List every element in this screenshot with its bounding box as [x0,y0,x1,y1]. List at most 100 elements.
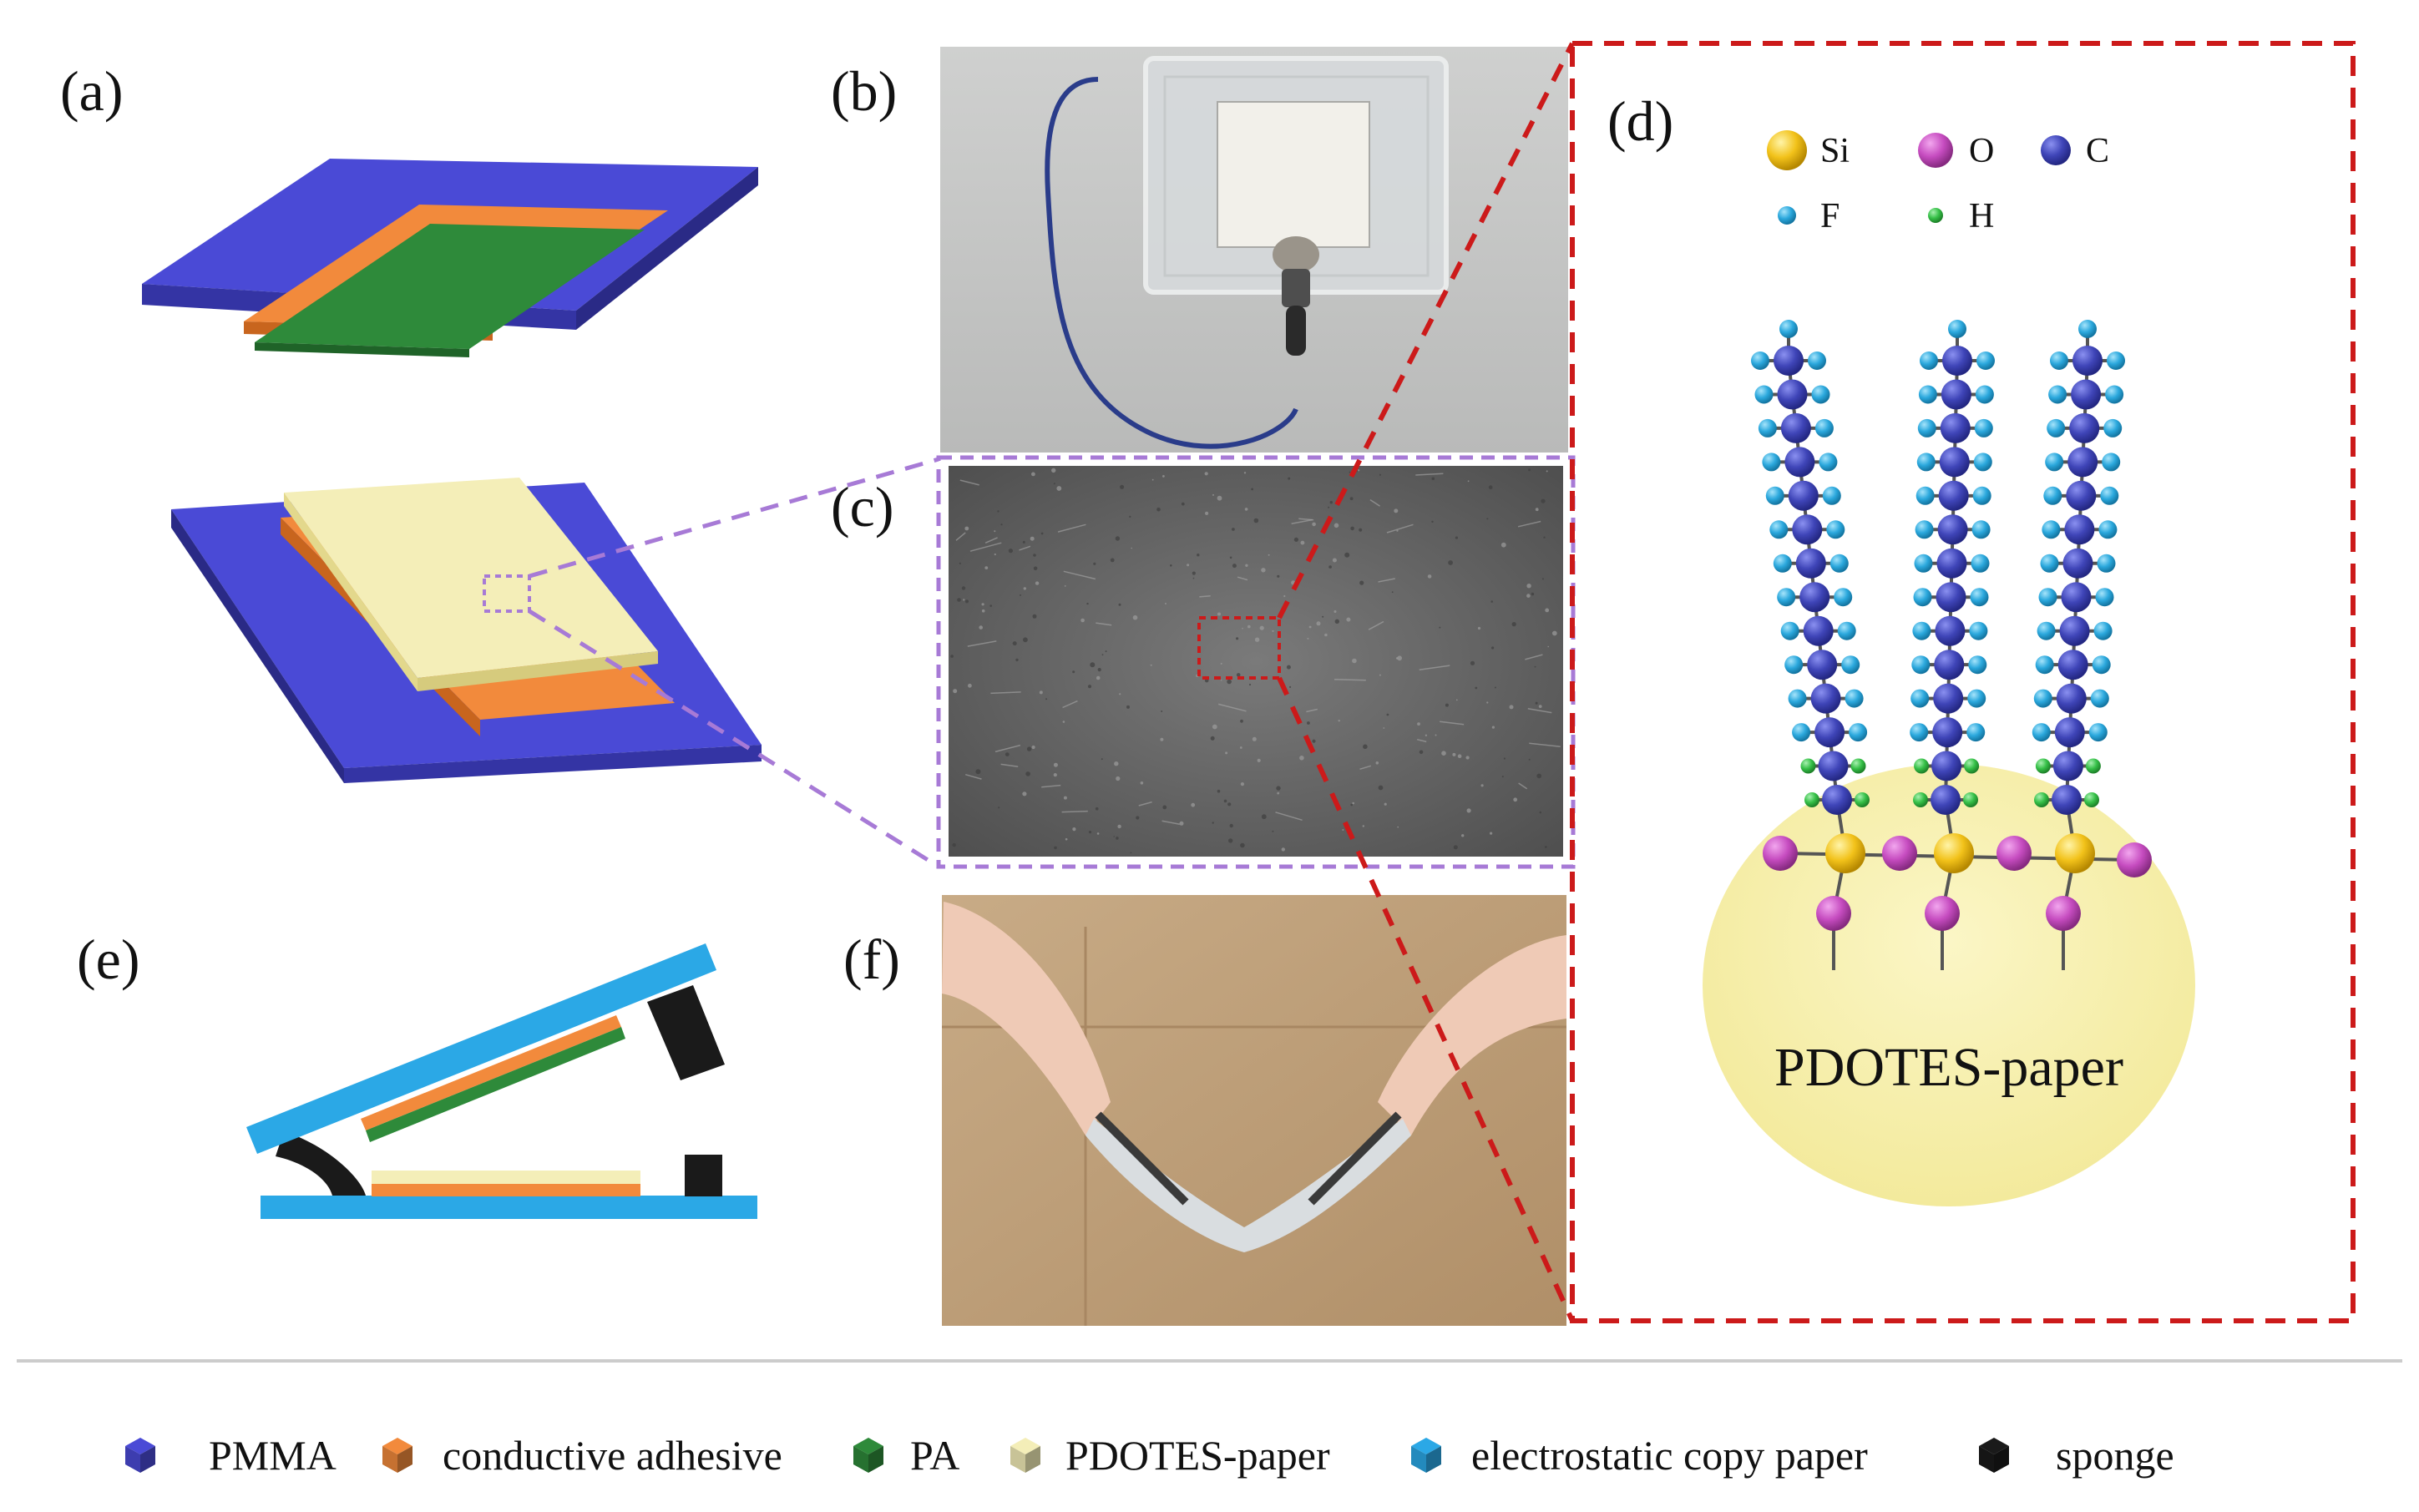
atom-f [2102,453,2121,472]
atom-c [1807,650,1838,680]
atom-f [1913,588,1932,607]
atom-key-c-icon [2041,135,2071,165]
atom-f [2092,655,2111,675]
atom-key-f-icon [1778,206,1796,225]
atom-c [2052,785,2082,815]
legend-item-pa: PA [853,1432,959,1479]
atom-key-si-icon [1767,130,1807,170]
atom-c [1777,379,1808,410]
atom-f [1915,520,1934,539]
atom-f [1916,453,1936,472]
legend-label-pdotes-paper: PDOTES-paper [1065,1432,1330,1479]
atom-f [2103,418,2123,437]
atom-f [1972,486,1991,505]
atom-f [1948,320,1966,338]
atom-c [1792,514,1823,545]
atom-f [2035,655,2054,675]
atom-c [1931,751,1962,781]
atom-c [1940,412,1971,443]
atom-c [1931,785,1961,815]
sem-texture [950,468,1561,854]
atom-c [2054,717,2085,748]
atom-c [1934,650,1965,680]
legend-label-electrostatic-copy-paper: electrostatic copy paper [1471,1432,1868,1479]
atom-c [1941,379,1971,410]
atom-h [2034,792,2049,807]
conductive-adhesive-cube-icon [382,1438,412,1473]
atom-c [1822,785,1852,815]
atom-f [2047,418,2066,437]
atom-f [1920,351,1938,370]
device-bottom-3d [171,478,762,783]
atom-key-o-label: O [1969,132,1994,170]
legend-label-conductive-adhesive: conductive adhesive [443,1432,782,1479]
atom-f [1849,723,1868,742]
atom-f [1826,520,1845,539]
bottom-pdotes-layer [372,1171,640,1184]
panel-label-a: (a) [60,59,123,123]
atom-f [2095,588,2114,607]
atom-c [1799,582,1830,613]
atom-c [1795,548,1826,579]
pdotes-paper-cube-icon [1010,1438,1040,1473]
atom-c [1933,683,1964,714]
atom-c [1936,548,1967,579]
atom-c [2056,683,2087,714]
atom-f [1914,554,1933,573]
atom-f [2097,554,2116,573]
atom-f [1765,486,1784,505]
sponge-left [276,1131,366,1196]
bottom-adhesive-layer [372,1182,640,1196]
atom-f [2038,588,2057,607]
atom-f [2093,621,2113,640]
atom-c [2072,346,2103,376]
atom-si [1825,833,1865,873]
atom-f [1780,621,1799,640]
device-cross-section [246,943,757,1219]
legend-label-pmma: PMMA [209,1432,337,1479]
atom-f [1967,689,1986,708]
sponge-right [685,1155,722,1196]
panel-label-e: (e) [77,928,139,991]
atom-f [1777,588,1796,607]
magnified-region-marker [1197,616,1281,680]
zoom-connector [528,609,940,869]
atom-si [2055,833,2095,873]
atom-o [1816,896,1851,931]
molecule-panel-frame [1570,41,2356,1323]
atom-f [1814,418,1834,437]
atom-c [1803,615,1834,646]
atom-f [1751,351,1769,370]
atom-f [1966,723,1986,742]
atom-c [2069,412,2100,443]
atom-o [1925,896,1960,931]
atom-o [1996,836,2032,871]
sponge-cube-icon [1979,1438,2009,1473]
atom-f [1773,554,1792,573]
atom-key-c-label: C [2086,132,2109,170]
atom-f [2050,351,2068,370]
atom-f [1910,723,1929,742]
magnified-region-marker [483,574,531,613]
atom-f [2088,723,2108,742]
atom-key-si-label: Si [1820,132,1850,170]
pa-cube-icon [853,1438,883,1473]
atom-f [2033,689,2052,708]
atom-f [1779,320,1798,338]
atom-f [2043,486,2062,505]
device-photo [940,47,1568,453]
atom-c [2059,615,2090,646]
atom-f [1788,689,1807,708]
atom-f [1915,486,1935,505]
atom-f [1973,453,1992,472]
atom-c [2061,582,2092,613]
bottom-copy-paper-layer [261,1196,757,1219]
atom-c [2052,751,2083,781]
atom-f [2090,689,2109,708]
atom-h [2084,792,2099,807]
atom-f [1974,418,1993,437]
atom-f [1784,655,1804,675]
atom-key-h-icon [1928,208,1943,223]
atom-f [2078,320,2097,338]
atom-f [1912,621,1931,640]
